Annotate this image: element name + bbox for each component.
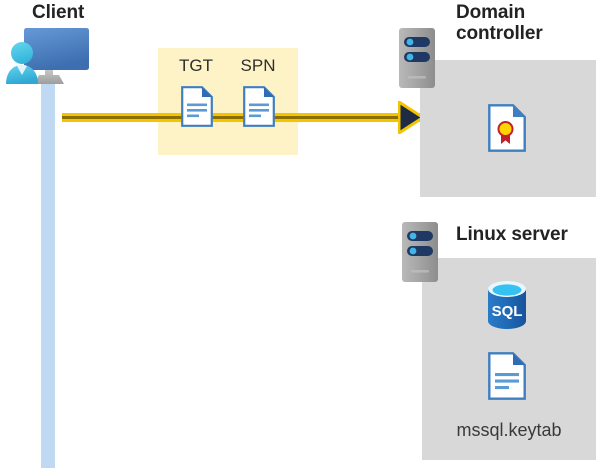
spn-document-icon — [243, 86, 275, 127]
domain-controller-title: Domain controller — [456, 2, 596, 45]
svg-text:SQL: SQL — [492, 303, 523, 320]
domain-controller-server-rack-icon — [399, 28, 435, 88]
authentication-request-arrow — [62, 113, 420, 122]
domain-controller-title-line1: Domain — [456, 2, 526, 23]
arrow-shaft-core — [62, 116, 420, 119]
client-lifeline — [41, 78, 55, 468]
domain-controller-title-line2: controller — [456, 23, 543, 45]
user-workstation-icon — [4, 26, 96, 88]
certificate-document-icon — [488, 104, 526, 152]
arrow-head-icon — [397, 99, 426, 136]
spn-label: SPN — [240, 56, 276, 75]
linux-server-title: Linux server — [456, 224, 568, 245]
tgt-label: TGT — [179, 56, 213, 75]
linux-server-rack-icon — [402, 222, 438, 282]
keytab-document-icon — [488, 352, 526, 400]
sql-database-icon: SQL — [485, 279, 529, 331]
tgt-document-icon — [181, 86, 213, 127]
client-title: Client — [32, 2, 85, 23]
keytab-filename-label: mssql.keytab — [456, 420, 562, 440]
